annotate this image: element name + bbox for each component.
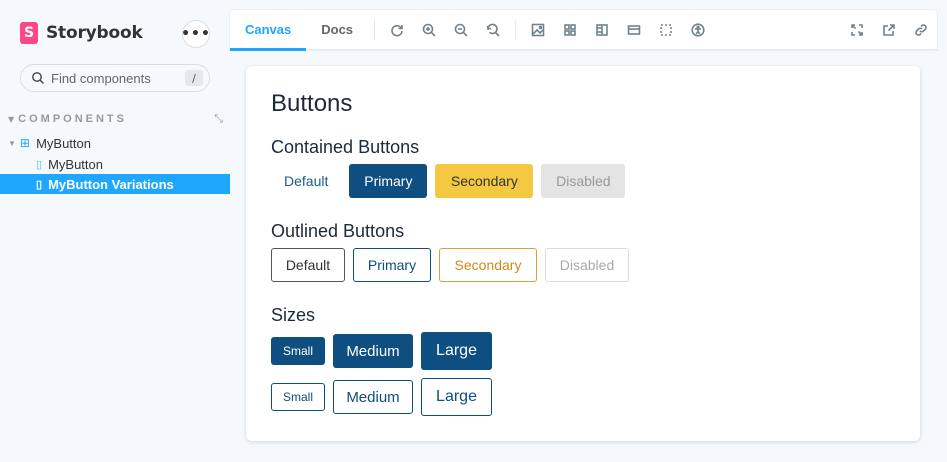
copy-link-icon[interactable] — [905, 10, 937, 50]
collapse-all-icon[interactable]: ⤡ — [214, 112, 223, 125]
sidebar: S Storybook ••• Find components / ▼ COMP… — [0, 0, 230, 462]
menu-button[interactable]: ••• — [181, 20, 210, 48]
outlined-buttons-row: Default Primary Secondary Disabled — [271, 248, 629, 282]
search-input[interactable]: Find components / — [20, 64, 210, 92]
outlined-buttons-heading: Outlined Buttons — [271, 221, 405, 241]
fullscreen-icon[interactable] — [841, 10, 873, 50]
sidebar-item-label: MyButton Variations — [48, 176, 174, 192]
reload-icon[interactable] — [381, 10, 413, 50]
sidebar-item-mybutton-variations[interactable]: ▯ MyButton Variations — [0, 174, 230, 194]
storybook-logo-icon: S — [20, 22, 38, 44]
app-name: Storybook — [46, 23, 143, 43]
chevron-down-icon: ▼ — [8, 138, 16, 148]
outlined-primary-button[interactable]: Primary — [353, 248, 431, 282]
outlined-default-button[interactable]: Default — [271, 248, 345, 282]
outlined-medium-button[interactable]: Medium — [333, 380, 413, 414]
zoom-in-icon[interactable] — [413, 10, 445, 50]
contained-secondary-button[interactable]: Secondary — [435, 164, 534, 198]
search-placeholder: Find components — [51, 70, 151, 86]
component-icon: ⊞ — [20, 136, 31, 150]
viewport-icon[interactable] — [618, 10, 650, 50]
open-new-tab-icon[interactable] — [873, 10, 905, 50]
bookmark-icon: ▯ — [36, 158, 43, 171]
filled-large-button[interactable]: Large — [421, 332, 492, 370]
sidebar-item-label: MyButton — [36, 135, 91, 151]
contained-buttons-row: Default Primary Secondary Disabled — [271, 164, 626, 198]
storybook-brand[interactable]: S Storybook — [20, 22, 143, 44]
section-title: COMPONENTS — [18, 113, 127, 125]
contained-primary-button[interactable]: Primary — [349, 164, 428, 198]
outlined-secondary-button[interactable]: Secondary — [439, 248, 537, 282]
grid-icon[interactable] — [554, 10, 586, 50]
chevron-down-icon: ▼ — [8, 114, 15, 124]
sizes-filled-row: Small Medium Large — [271, 332, 492, 370]
sizes-heading: Sizes — [271, 305, 316, 325]
page-title: Buttons — [271, 90, 353, 117]
contained-disabled-button: Disabled — [541, 164, 626, 198]
contained-buttons-heading: Contained Buttons — [271, 137, 420, 157]
contained-default-button[interactable]: Default — [271, 164, 341, 198]
toolbar-divider — [374, 19, 376, 40]
tab-canvas[interactable]: Canvas — [230, 10, 307, 51]
story-canvas: Buttons Contained Buttons Default Primar… — [246, 66, 920, 441]
measure-icon[interactable] — [586, 10, 618, 50]
outlined-large-button[interactable]: Large — [421, 378, 492, 416]
search-icon — [32, 72, 44, 84]
outlined-small-button[interactable]: Small — [271, 383, 325, 411]
outlined-disabled-button: Disabled — [545, 248, 629, 282]
bookmark-icon: ▯ — [36, 178, 43, 191]
toolbar: Canvas Docs — [230, 10, 937, 51]
sidebar-item-mybutton-story[interactable]: ▯ MyButton — [0, 154, 230, 174]
zoom-reset-icon[interactable] — [477, 10, 509, 50]
tab-docs[interactable]: Docs — [321, 22, 354, 37]
outline-icon[interactable] — [650, 10, 682, 50]
sizes-outlined-row: Small Medium Large — [271, 378, 492, 416]
search-shortcut-badge: / — [185, 70, 203, 86]
components-section-header[interactable]: ▼ COMPONENTS ⤡ — [8, 112, 223, 126]
sidebar-item-mybutton-component[interactable]: ▼ ⊞ MyButton — [0, 133, 230, 153]
toolbar-divider — [515, 19, 517, 40]
filled-small-button[interactable]: Small — [271, 337, 325, 365]
filled-medium-button[interactable]: Medium — [333, 334, 413, 368]
accessibility-icon[interactable] — [682, 10, 714, 50]
sidebar-item-label: MyButton — [48, 156, 103, 172]
background-icon[interactable] — [522, 10, 554, 50]
zoom-out-icon[interactable] — [445, 10, 477, 50]
